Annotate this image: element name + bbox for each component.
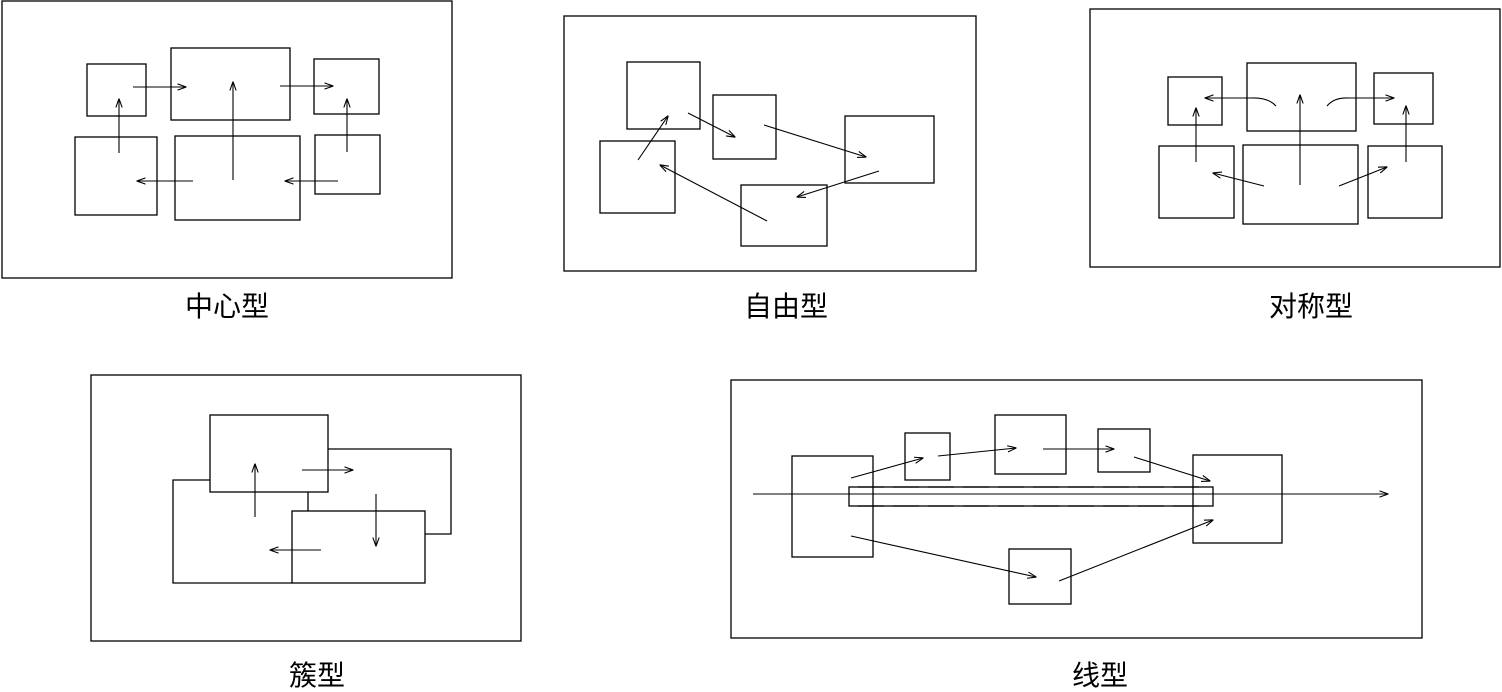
room-box [740,184,828,247]
flow-arrow [1058,520,1213,582]
panel-central-frame [1,0,453,279]
room-box [844,115,935,184]
flow-arrow [1338,167,1387,187]
panel-linear-frame [730,379,1423,639]
panel-central [1,0,453,279]
room-box [1192,454,1283,544]
caption-symmetric: 对称型 [1268,290,1354,323]
panel-symmetric-frame [1089,8,1501,268]
flow-arrow [763,124,866,157]
flow-arrow [660,165,768,222]
caption-free: 自由型 [743,290,829,323]
panel-linear [730,379,1423,639]
caption-central: 中心型 [184,290,270,323]
room-box [170,47,291,121]
flow-arrow [797,170,880,197]
room-box [209,414,329,493]
panel-free-frame [563,15,977,272]
flow-arrow [850,535,1036,577]
room-box [712,94,777,160]
flow-arrow [637,116,668,161]
room-box [1167,76,1223,126]
room-box [904,432,951,481]
flow-arrow [687,112,735,137]
room-box [86,63,147,117]
flow-arrow [1326,98,1394,107]
room-box [1367,145,1443,219]
flow-arrow [1213,173,1265,187]
room-box [1008,548,1072,605]
room-box [1246,62,1357,132]
corridor-box [848,486,1214,507]
room-box [74,136,158,216]
flow-arrow [850,458,923,479]
panel-free [563,15,977,272]
room-box [291,510,426,584]
room-box [172,479,292,584]
room-box [1097,428,1151,473]
flow-arrow [1205,98,1277,107]
panel-cluster [90,374,522,642]
room-box [174,135,301,221]
panel-symmetric [1089,8,1501,268]
flow-arrow [937,448,1016,457]
room-box [599,140,676,214]
flow-arrow [1133,456,1210,481]
caption-linear: 线型 [1071,659,1129,692]
room-box [626,61,701,130]
panel-cluster-frame [90,374,522,642]
caption-cluster: 簇型 [288,659,346,692]
room-box [328,448,452,535]
room-box [994,414,1067,475]
